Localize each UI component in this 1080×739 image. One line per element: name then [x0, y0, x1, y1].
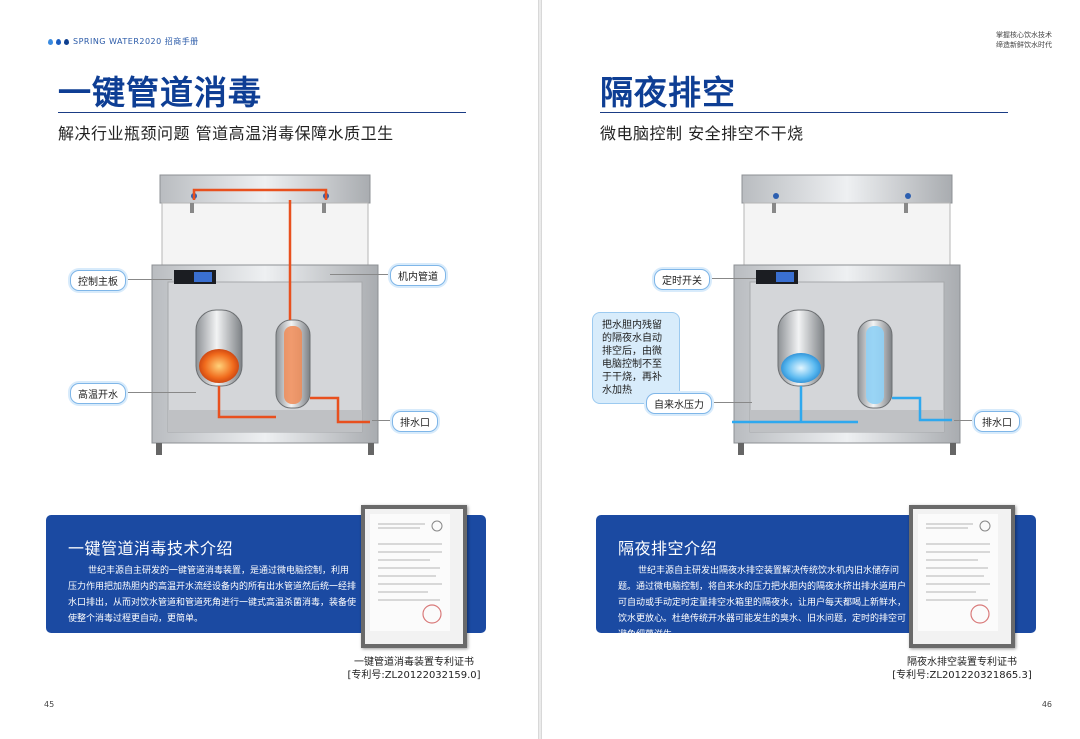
right-patent-certificate — [909, 505, 1015, 648]
tap-pressure-label: 自来水压力 — [646, 393, 712, 414]
right-page-number: 46 — [1041, 700, 1052, 709]
left-page: SPRING WATER2020 招商手册 一键管道消毒 解决行业瓶颈问题 管道… — [0, 0, 538, 739]
left-cert-caption-title: 一键管道消毒装置专利证书 — [354, 657, 474, 668]
left-cert-caption: 一键管道消毒装置专利证书 [专利号:ZL20122032159.0] — [334, 656, 494, 682]
right-cert-caption: 隔夜水排空装置专利证书 [专利号:ZL201220321865.3] — [882, 656, 1042, 682]
control-board-leader — [126, 279, 172, 280]
left-panel-text: 世纪丰源自主研发的一键管道消毒装置，是通过微电脑控制，利用压力作用把加热胆内的高… — [68, 566, 357, 624]
internal-pipe-leader — [330, 274, 388, 275]
left-drain-label: 排水口 — [392, 411, 438, 432]
timer-switch-label: 定时开关 — [654, 269, 710, 290]
hot-water-label: 高温开水 — [70, 383, 126, 404]
left-header-text: SPRING WATER2020 招商手册 — [73, 37, 199, 46]
left-title: 一键管道消毒 — [58, 73, 262, 112]
right-machine-illustration — [732, 174, 961, 455]
left-header: SPRING WATER2020 招商手册 — [48, 36, 199, 47]
left-panel-title: 一键管道消毒技术介绍 — [68, 539, 234, 558]
right-tagline-1: 掌握核心饮水技术 — [996, 31, 1052, 39]
tap-pressure-leader — [712, 402, 752, 403]
control-board-label: 控制主板 — [70, 270, 126, 291]
right-page: 掌握核心饮水技术 缔造新鲜饮水时代 隔夜排空 微电脑控制 安全排空不干烧 — [542, 0, 1080, 739]
right-subtitle: 微电脑控制 安全排空不干烧 — [600, 124, 804, 143]
right-drain-label: 排水口 — [974, 411, 1020, 432]
right-panel-text: 世纪丰源自主研发出隔夜水排空装置解决传统饮水机内旧水储存问题。通过微电脑控制，将… — [618, 566, 907, 640]
right-drain-leader — [954, 420, 974, 421]
certificate-document-icon — [918, 514, 998, 631]
left-title-rule — [58, 112, 466, 113]
book-gutter — [538, 0, 542, 739]
left-machine-illustration — [151, 174, 379, 455]
right-title-rule — [600, 112, 1008, 113]
right-cert-caption-number: [专利号:ZL201220321865.3] — [892, 670, 1032, 681]
right-panel-title: 隔夜排空介绍 — [618, 539, 718, 558]
left-patent-certificate — [361, 505, 467, 648]
overnight-drain-note: 把水胆内残留的隔夜水自动排空后，由微电脑控制不至于干烧，再补水加热 — [592, 312, 680, 404]
hot-water-leader — [126, 392, 196, 393]
left-subtitle: 解决行业瓶颈问题 管道高温消毒保障水质卫生 — [58, 124, 394, 143]
right-tagline-2: 缔造新鲜饮水时代 — [996, 41, 1052, 49]
left-drain-leader — [372, 420, 390, 421]
internal-pipe-label: 机内管道 — [390, 265, 446, 286]
right-tagline: 掌握核心饮水技术 缔造新鲜饮水时代 — [996, 30, 1052, 50]
right-title: 隔夜排空 — [600, 73, 736, 112]
left-cert-caption-number: [专利号:ZL20122032159.0] — [347, 670, 481, 681]
water-drops-icon — [48, 38, 69, 45]
timer-switch-leader — [712, 278, 756, 279]
right-cert-caption-title: 隔夜水排空装置专利证书 — [907, 657, 1017, 668]
left-page-number: 45 — [44, 700, 55, 709]
certificate-document-icon — [370, 514, 450, 631]
